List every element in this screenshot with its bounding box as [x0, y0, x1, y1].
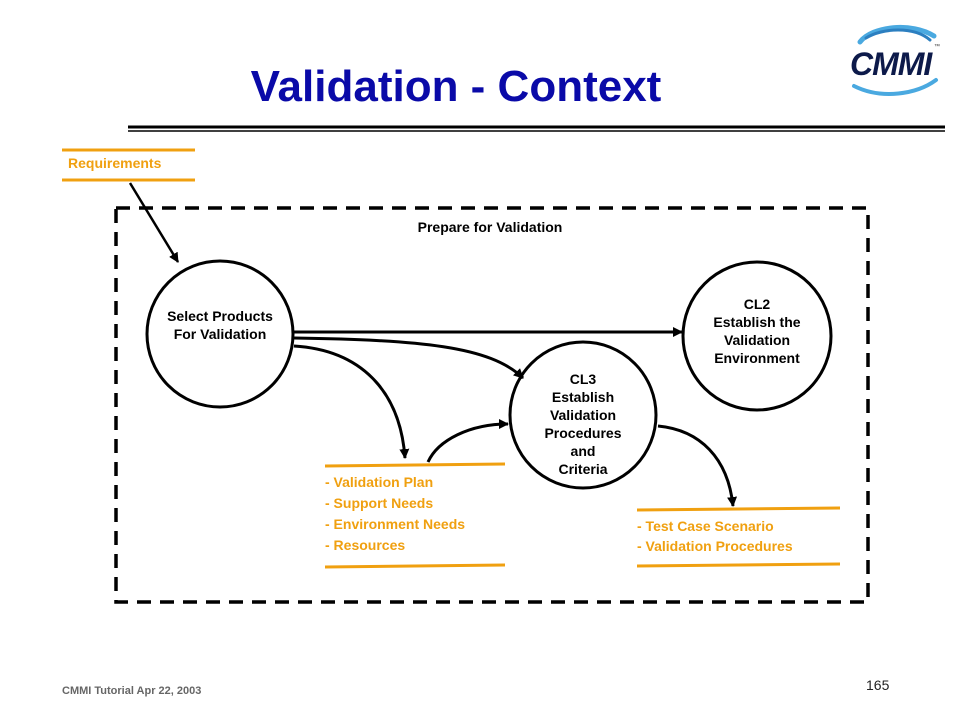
cl3-line: CL3: [569, 371, 597, 387]
arrow-cl3-to-tests: [657, 424, 738, 507]
cl2-line: Establish the: [713, 314, 801, 330]
logo-swoosh-icon: [852, 24, 938, 96]
arrow-requirements-to-select: [128, 182, 180, 263]
test-item: - Test Case Scenario: [637, 518, 774, 534]
plan-item: - Resources: [325, 537, 406, 553]
cl3-node: [508, 340, 658, 490]
select-products-node: [145, 259, 295, 409]
plan-item: - Support Needs: [325, 495, 434, 511]
arrow-select-to-plan: [293, 344, 410, 459]
prepare-boundary: [114, 206, 870, 604]
select-products-line: For Validation: [173, 326, 267, 342]
tests-bottom-line: [636, 562, 841, 568]
cl2-line: Environment: [714, 350, 800, 366]
cl3-line: and: [570, 443, 596, 459]
logo-text: CMMI: [850, 46, 932, 82]
footer-left: CMMI Tutorial Apr 22, 2003: [62, 685, 202, 697]
arrow-plan-to-cl3: [426, 419, 509, 463]
cl3-line: Procedures: [544, 425, 622, 441]
plan-bottom-line: [324, 563, 506, 569]
cl2-node: [681, 260, 833, 412]
test-item: - Validation Procedures: [637, 538, 793, 554]
cl2-line: CL2: [743, 296, 771, 312]
plan-items: - Validation Plan - Support Needs - Envi…: [325, 472, 465, 556]
arrow-select-to-cl3: [293, 336, 525, 380]
cl2-text: CL2 Establish the Validation Environment: [687, 295, 827, 367]
cmmi-logo: CMMI ™: [842, 20, 944, 100]
select-products-line: Select Products: [167, 308, 273, 324]
plan-item: - Validation Plan: [325, 474, 434, 490]
slide-title: Validation - Context: [250, 62, 662, 111]
select-products-text: Select Products For Validation: [150, 307, 290, 343]
requirements-label: Requirements: [68, 155, 162, 171]
prepare-validation-label: Prepare for Validation: [417, 219, 563, 235]
cl3-text: CL3 Establish Validation Procedures and …: [513, 370, 653, 478]
cl3-line: Establish: [551, 389, 615, 405]
logo-trademark: ™: [934, 44, 940, 50]
tests-top-line: [636, 506, 841, 512]
page-number: 165: [866, 677, 890, 693]
cl3-line: Validation: [549, 407, 617, 423]
cl3-line: Criteria: [558, 461, 608, 477]
plan-item: - Environment Needs: [325, 516, 466, 532]
test-items: - Test Case Scenario - Validation Proced…: [637, 516, 793, 556]
cl2-line: Validation: [723, 332, 791, 348]
plan-top-line: [324, 462, 506, 468]
